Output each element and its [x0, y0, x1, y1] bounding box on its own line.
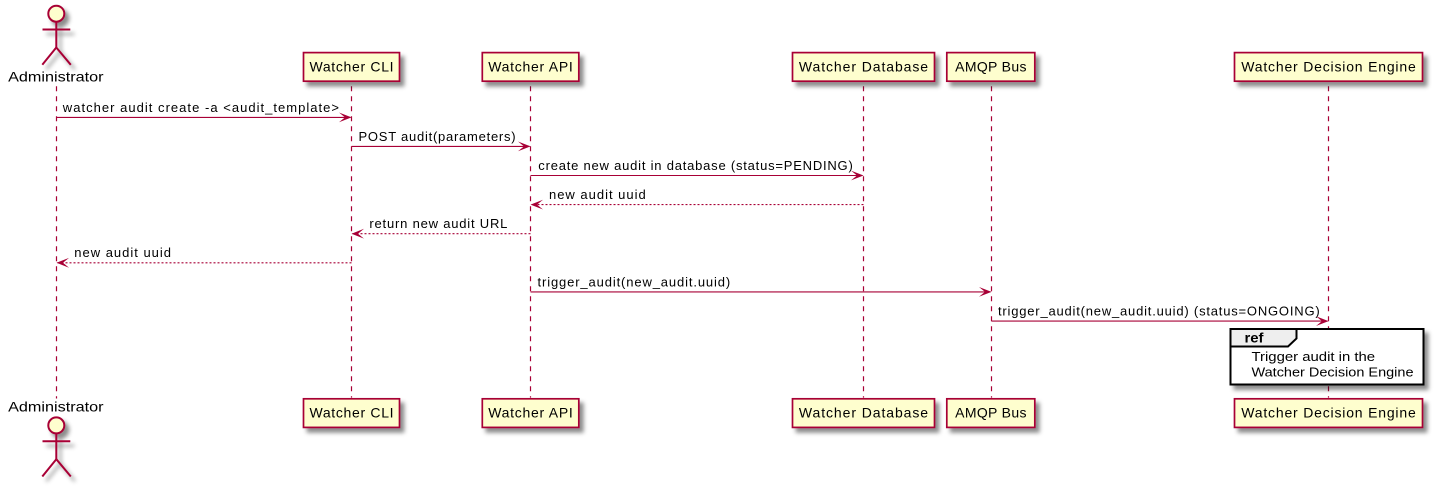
svg-text:Watcher CLI: Watcher CLI [309, 405, 393, 421]
svg-text:Watcher Decision Engine: Watcher Decision Engine [1241, 58, 1416, 74]
svg-text:Watcher API: Watcher API [488, 58, 573, 74]
svg-text:Trigger audit in the: Trigger audit in the [1252, 349, 1376, 364]
svg-text:Watcher Decision Engine: Watcher Decision Engine [1252, 364, 1414, 379]
svg-text:new audit uuid: new audit uuid [74, 245, 171, 260]
svg-text:Administrator: Administrator [8, 68, 104, 84]
svg-text:AMQP Bus: AMQP Bus [955, 58, 1026, 74]
svg-text:Watcher Decision Engine: Watcher Decision Engine [1241, 405, 1416, 421]
svg-text:new audit uuid: new audit uuid [549, 187, 646, 202]
svg-text:POST audit(parameters): POST audit(parameters) [359, 129, 516, 144]
svg-text:Administrator: Administrator [8, 399, 104, 415]
svg-text:Watcher Database: Watcher Database [799, 405, 928, 421]
svg-text:create new audit in database (: create new audit in database (status=PEN… [538, 158, 853, 173]
svg-text:Watcher Database: Watcher Database [799, 58, 928, 74]
svg-text:return new audit URL: return new audit URL [369, 216, 507, 231]
svg-text:AMQP Bus: AMQP Bus [955, 405, 1026, 421]
svg-text:Watcher CLI: Watcher CLI [309, 58, 393, 74]
svg-text:trigger_audit(new_audit.uuid): trigger_audit(new_audit.uuid) [538, 274, 731, 289]
svg-text:Watcher API: Watcher API [488, 405, 573, 421]
svg-text:trigger_audit(new_audit.uuid): trigger_audit(new_audit.uuid) (status=ON… [998, 304, 1320, 319]
svg-text:watcher audit create -a <audit: watcher audit create -a <audit_template> [62, 100, 339, 115]
svg-text:ref: ref [1245, 330, 1265, 345]
